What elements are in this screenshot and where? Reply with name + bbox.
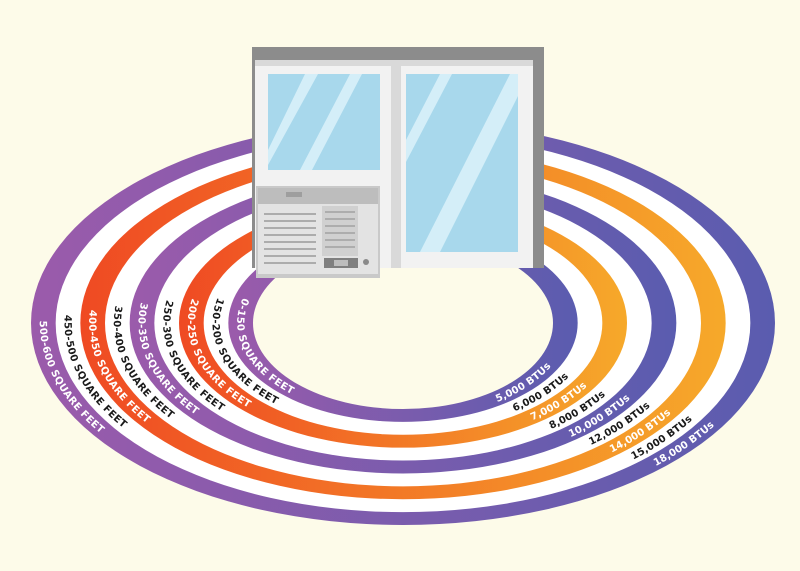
air-conditioner-icon bbox=[256, 186, 380, 278]
ring-center bbox=[253, 237, 553, 409]
